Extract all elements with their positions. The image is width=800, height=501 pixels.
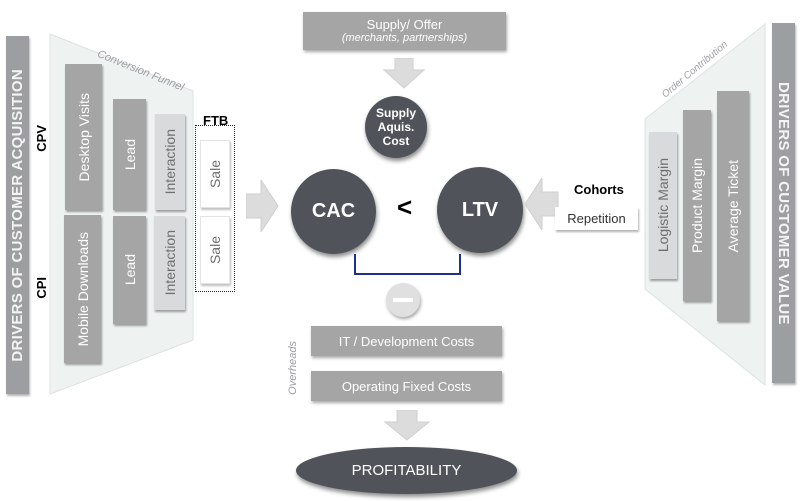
customer-acquisition-band: DRIVERS OF CUSTOMER ACQUISITION xyxy=(6,36,29,394)
cac-circle: CAC xyxy=(291,169,376,254)
supply-acquisition-cost-circle: Supply Aquis. Cost xyxy=(365,96,427,158)
funnel-mobile-lead: Lead xyxy=(113,216,146,324)
arrow-right-icon xyxy=(246,180,279,232)
operating-fixed-costs-box: Operating Fixed Costs xyxy=(311,371,502,401)
ftb-label: FTB xyxy=(203,113,229,128)
less-than-symbol: < xyxy=(397,192,413,222)
supply-offer-title: Supply/ Offer xyxy=(366,17,443,32)
customer-value-label: DRIVERS OF CUSTOMER VALUE xyxy=(775,81,792,325)
funnel-mobile-interaction: Interaction xyxy=(154,216,185,310)
logistic-margin-bar: Logistic Margin xyxy=(649,132,677,279)
cohorts-label: Cohorts xyxy=(574,182,624,197)
minus-icon xyxy=(386,283,420,317)
supply-offer-subtitle: (merchants, partnerships) xyxy=(341,32,468,44)
average-ticket-bar: Average Ticket xyxy=(717,91,749,321)
funnel-mobile-sale: Sale xyxy=(200,216,230,284)
funnel-desktop-visits: Desktop Visits xyxy=(65,64,102,210)
arrow-down-icon xyxy=(383,58,425,89)
customer-value-band: DRIVERS OF CUSTOMER VALUE xyxy=(772,23,795,383)
funnel-desktop-lead: Lead xyxy=(113,99,146,210)
supply-offer-box: Supply/ Offer (merchants, partnerships) xyxy=(303,12,506,50)
funnel-desktop-interaction: Interaction xyxy=(155,114,185,210)
arrow-down-icon xyxy=(383,410,431,441)
product-margin-bar: Product Margin xyxy=(683,110,711,301)
profitability-label: PROFITABILITY xyxy=(351,462,462,479)
cac-ltv-bracket xyxy=(354,254,461,275)
overheads-label: Overheads xyxy=(287,341,299,395)
cpv-label: CPV xyxy=(33,124,49,152)
cpi-label: CPI xyxy=(33,277,49,299)
ltv-circle: LTV xyxy=(437,167,523,253)
funnel-desktop-sale: Sale xyxy=(200,140,230,208)
funnel-mobile-downloads: Mobile Downloads xyxy=(64,215,101,363)
it-development-costs-box: IT / Development Costs xyxy=(311,326,502,356)
repetition-box: Repetition xyxy=(555,207,638,230)
profitability-ellipse: PROFITABILITY xyxy=(296,447,517,494)
ftb-group xyxy=(195,125,235,292)
